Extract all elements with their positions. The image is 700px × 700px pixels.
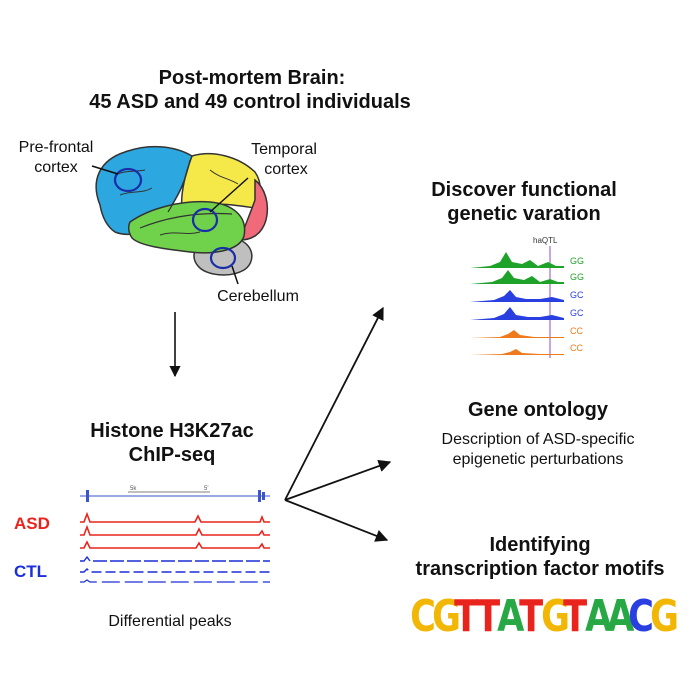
- brain-illustration: [91, 145, 269, 285]
- chipseq-caption: Differential peaks: [108, 613, 232, 630]
- ontology-title: Gene ontology: [468, 399, 608, 421]
- label-temporal-2: cortex: [264, 161, 308, 178]
- genotype-label: GG: [570, 256, 585, 266]
- motif-letter: T: [563, 591, 588, 642]
- genotype-label: CC: [570, 326, 583, 336]
- prefrontal-circle: [113, 167, 143, 193]
- label-cerebellum: Cerebellum: [217, 288, 299, 305]
- temporal-circle: [191, 207, 219, 233]
- genotype-label: GC: [570, 308, 584, 318]
- label-prefrontal-1: Pre-frontal: [18, 139, 94, 156]
- arrow-to-ontology: [284, 459, 392, 501]
- arrow-to-discover: [284, 306, 384, 501]
- chipseq-title-1: Histone H3K27ac: [90, 420, 254, 442]
- motif-letter: A: [584, 591, 613, 642]
- ontology-desc-2: epigenetic perturbations: [452, 451, 624, 468]
- motif-letter: G: [432, 591, 461, 642]
- genotype-label: GG: [570, 272, 585, 282]
- motifs-title-2: transcription factor motifs: [415, 558, 665, 580]
- svg-text:5k: 5k: [130, 486, 137, 492]
- motif-letter: T: [475, 591, 500, 642]
- label-prefrontal-2: cortex: [34, 159, 78, 176]
- motif-letter: T: [519, 591, 544, 642]
- occipital-lobe: [238, 178, 269, 241]
- cerebellum-circle: [209, 246, 237, 270]
- motif-letter: A: [606, 591, 634, 642]
- chipseq-tracks: 5k 5': [80, 486, 270, 583]
- svg-text:5': 5': [204, 486, 208, 492]
- title-line-2: 45 ASD and 49 control individuals: [89, 91, 411, 113]
- haqtl-tracks: [470, 246, 564, 358]
- motif-letter: T: [453, 591, 478, 642]
- ontology-desc-1: Description of ASD-specific: [441, 431, 635, 448]
- chipseq-title-2: ChIP-seq: [128, 444, 216, 466]
- motif-letter: G: [650, 591, 680, 642]
- arrow-to-motifs: [284, 499, 389, 542]
- haqtl-label: haQTL: [533, 236, 558, 245]
- motif-letter: C: [410, 591, 437, 642]
- asd-label: ASD: [14, 514, 50, 533]
- motifs-title-1: Identifying: [489, 534, 591, 556]
- motif-letter: G: [541, 591, 571, 642]
- ctl-label: CTL: [14, 562, 48, 581]
- genotype-label: GC: [570, 290, 584, 300]
- motif-letter: C: [628, 591, 655, 642]
- discover-title-2: genetic varation: [447, 203, 601, 225]
- discover-title-1: Discover functional: [431, 179, 617, 201]
- motif-letter: A: [497, 591, 525, 642]
- label-temporal-1: Temporal: [251, 141, 317, 158]
- title-line-1: Post-mortem Brain:: [158, 67, 346, 89]
- genotype-label: CC: [570, 343, 583, 353]
